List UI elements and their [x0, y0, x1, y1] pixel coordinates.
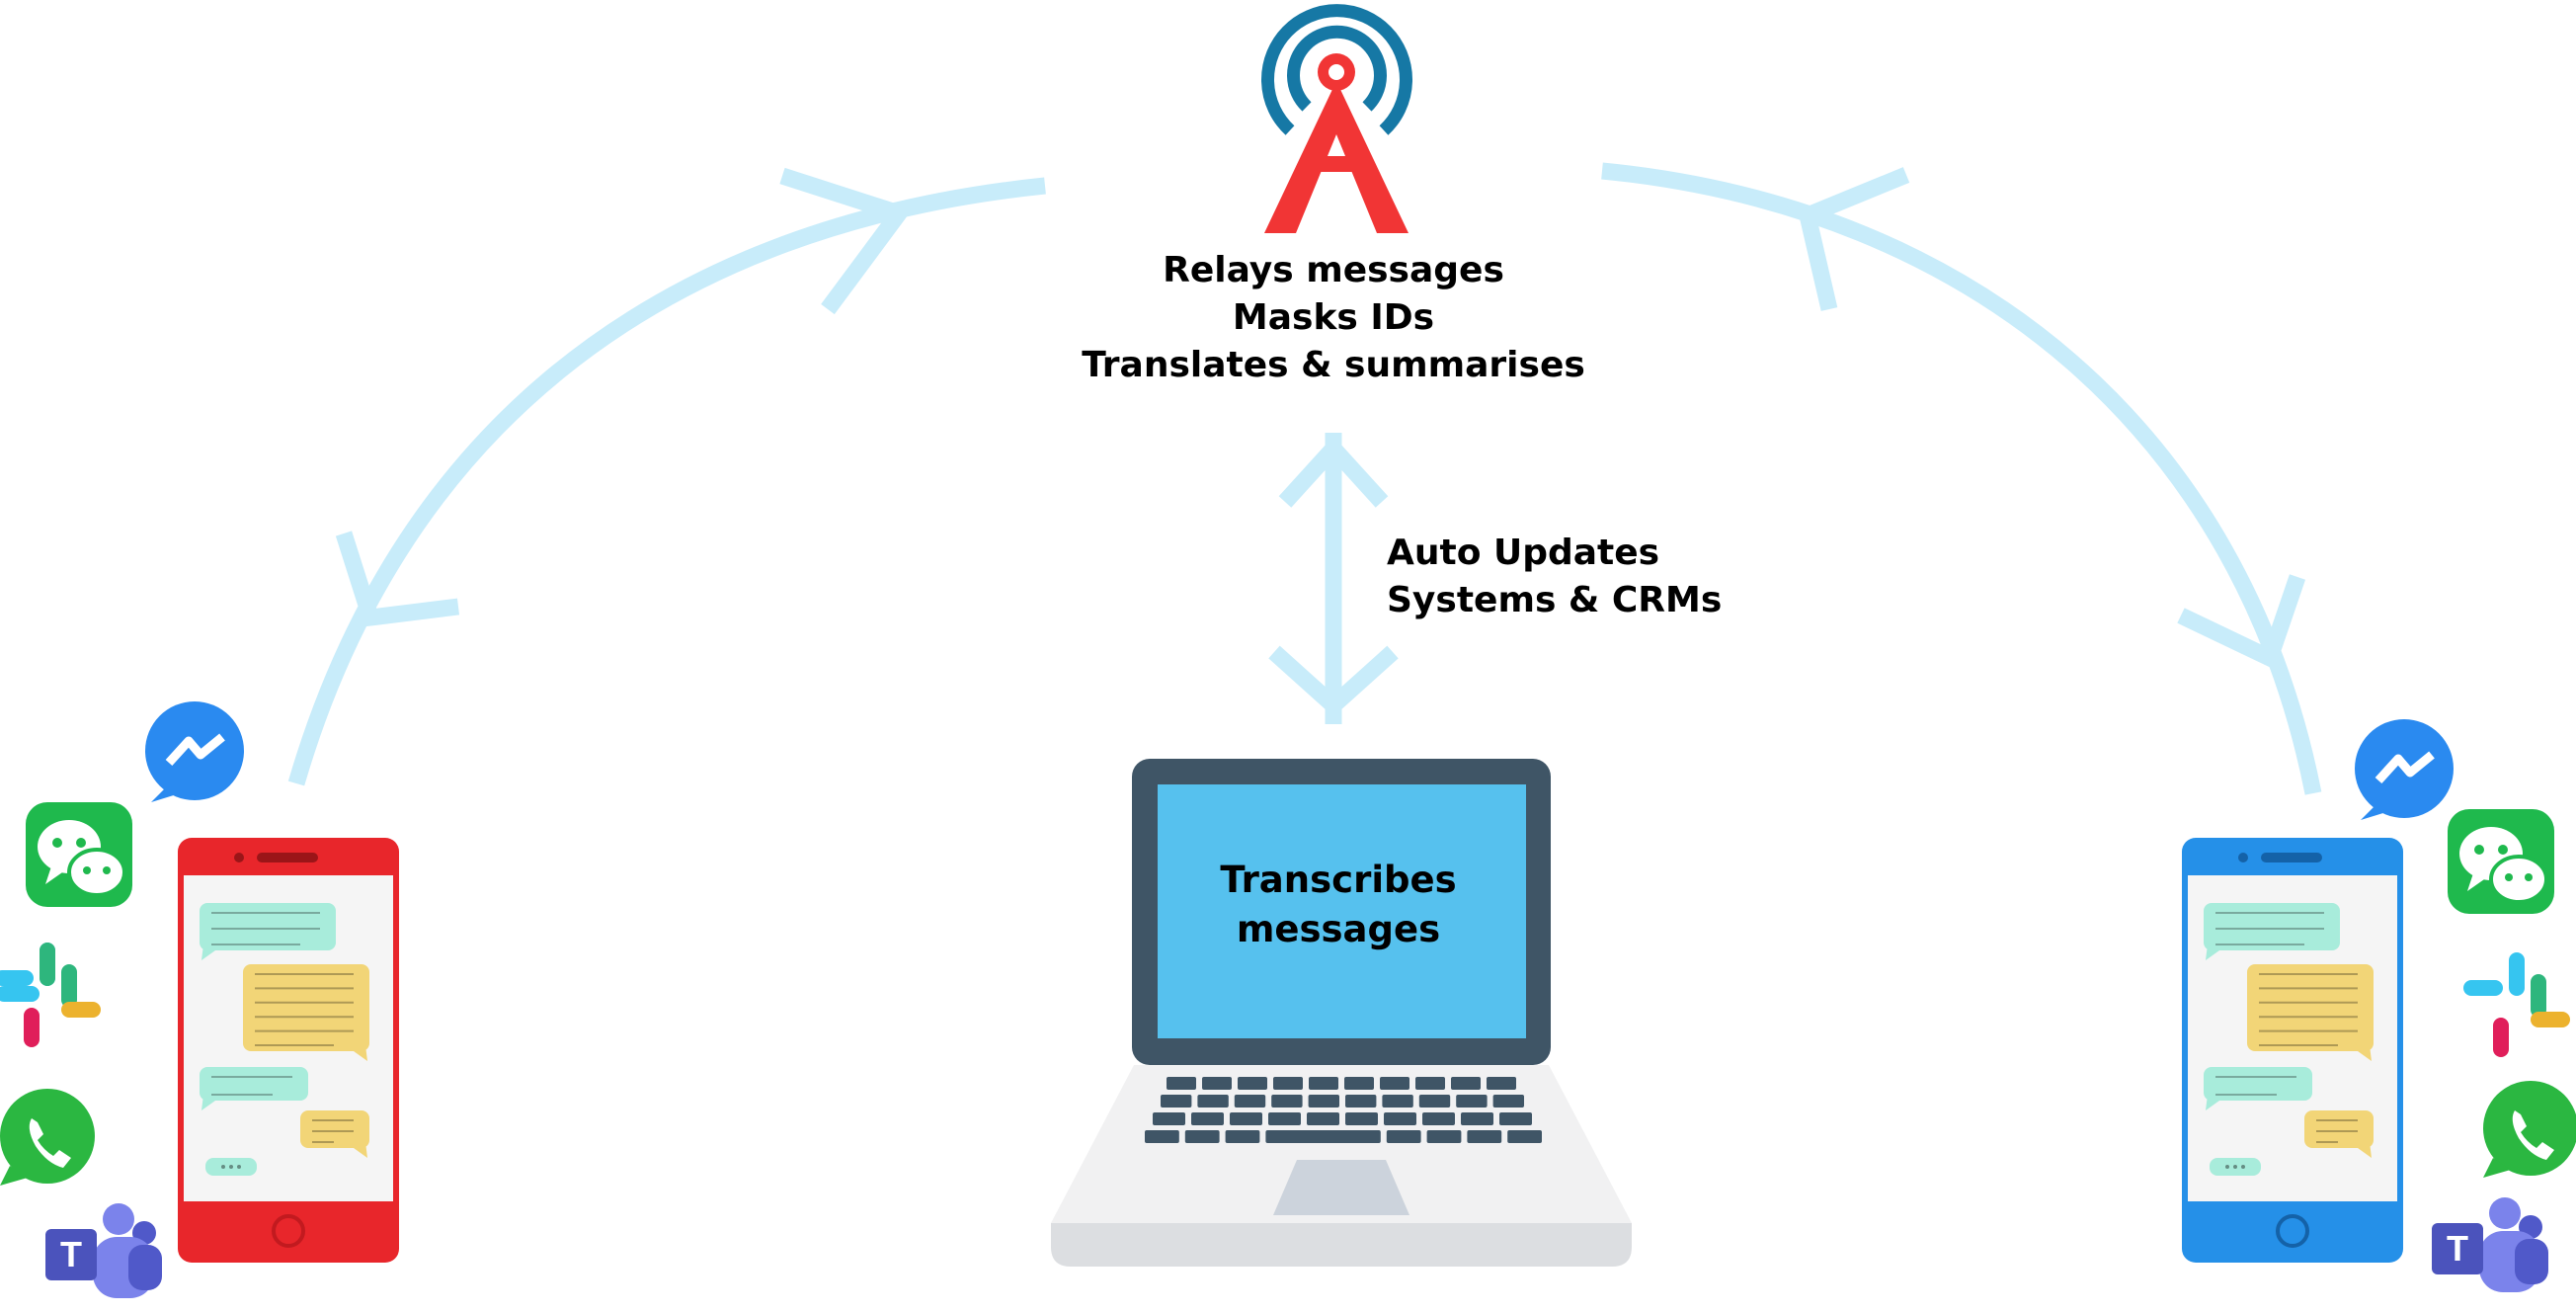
keyboard-key	[1382, 1095, 1413, 1108]
teams-icon: T	[45, 1203, 162, 1298]
laptop-caption: Transcribes messages	[1161, 856, 1516, 954]
keyboard-key	[1167, 1077, 1196, 1090]
keyboard-key	[1234, 1095, 1266, 1108]
keyboard-key	[1422, 1112, 1455, 1125]
right-smartphone-icon	[2182, 838, 2403, 1263]
tower-line-translates: Translates & summarises	[1082, 345, 1585, 385]
left-smartphone-icon	[178, 838, 399, 1263]
keyboard-key	[1345, 1095, 1377, 1108]
keyboard-key	[1145, 1130, 1179, 1143]
left-app-icons: T	[0, 701, 244, 1298]
keyboard-key	[1456, 1095, 1488, 1108]
teams-icon: T	[2432, 1197, 2548, 1292]
sync-caption: Auto Updates Systems & CRMs	[1387, 530, 1722, 624]
keyboard-key	[1268, 1112, 1301, 1125]
keyboard-key	[1225, 1130, 1260, 1143]
chat-bubble	[300, 1110, 369, 1148]
svg-text:T: T	[2447, 1228, 2468, 1269]
keyboard-key	[1461, 1112, 1493, 1125]
whatsapp-icon	[0, 1089, 95, 1186]
keyboard-key	[1380, 1077, 1409, 1090]
keyboard-key	[1344, 1077, 1374, 1090]
wechat-icon	[26, 802, 132, 907]
right-arrowhead-down	[2177, 574, 2306, 670]
keyboard-key	[1307, 1112, 1339, 1125]
keyboard-key	[1418, 1095, 1451, 1108]
messenger-icon	[2355, 719, 2454, 820]
laptop-line-messages: messages	[1236, 908, 1441, 950]
keyboard-key	[1426, 1130, 1462, 1143]
keyboard-key	[1507, 1130, 1542, 1143]
keyboard-key	[1197, 1095, 1229, 1108]
keyboard	[1145, 1077, 1542, 1143]
chat-bubble	[200, 1067, 308, 1101]
whatsapp-icon	[2483, 1081, 2576, 1178]
svg-text:T: T	[60, 1234, 82, 1274]
keyboard-key	[1153, 1112, 1185, 1125]
chat-bubble	[2210, 1158, 2261, 1176]
keyboard-key	[1384, 1112, 1416, 1125]
keyboard-key	[1265, 1130, 1381, 1143]
sync-line-auto-updates: Auto Updates	[1387, 533, 1660, 573]
keyboard-key	[1184, 1130, 1220, 1143]
slack-icon	[0, 943, 101, 1047]
right-app-icons: T	[2355, 719, 2576, 1292]
keyboard-key	[1499, 1112, 1532, 1125]
keyboard-key	[1308, 1095, 1339, 1108]
sync-line-systems: Systems & CRMs	[1387, 580, 1723, 620]
keyboard-key	[1273, 1077, 1303, 1090]
keyboard-key	[1467, 1130, 1502, 1143]
keyboard-key	[1271, 1095, 1303, 1108]
chat-bubble	[205, 1158, 257, 1176]
keyboard-key	[1451, 1077, 1481, 1090]
keyboard-key	[1202, 1077, 1232, 1090]
laptop-icon	[1051, 759, 1632, 1267]
slack-icon	[2463, 952, 2570, 1057]
left-arc-arrow	[287, 177, 1046, 786]
radio-tower-icon	[1261, 4, 1412, 233]
left-arrowhead-up	[779, 167, 913, 315]
keyboard-key	[1191, 1112, 1224, 1125]
chat-bubble	[2304, 1110, 2374, 1148]
keyboard-key	[1309, 1077, 1338, 1090]
chat-bubble	[2204, 1067, 2312, 1101]
tower-line-relays: Relays messages	[1163, 250, 1504, 290]
wechat-icon	[2448, 809, 2554, 914]
chat-bubble	[2204, 903, 2340, 950]
laptop-line-transcribes: Transcribes	[1220, 859, 1457, 901]
sync-arrowhead-down	[1268, 645, 1399, 717]
keyboard-key	[1492, 1095, 1524, 1108]
keyboard-key	[1386, 1130, 1421, 1143]
keyboard-key	[1345, 1112, 1378, 1125]
left-arrowhead-down	[335, 531, 460, 627]
right-arc-arrow	[1601, 162, 2322, 795]
tower-caption: Relays messages Masks IDs Translates & s…	[1037, 247, 1630, 389]
keyboard-key	[1415, 1077, 1445, 1090]
messenger-icon	[145, 701, 244, 802]
flow-arrows	[287, 162, 2322, 795]
tower-line-masks: Masks IDs	[1232, 297, 1435, 338]
keyboard-key	[1161, 1095, 1192, 1108]
right-arrowhead-up	[1798, 167, 1910, 311]
chat-bubble	[2247, 964, 2374, 1051]
chat-bubble	[243, 964, 369, 1051]
keyboard-key	[1238, 1077, 1267, 1090]
chat-bubble	[200, 903, 336, 950]
keyboard-key	[1487, 1077, 1516, 1090]
sync-arrowhead-up	[1278, 436, 1389, 508]
keyboard-key	[1230, 1112, 1262, 1125]
